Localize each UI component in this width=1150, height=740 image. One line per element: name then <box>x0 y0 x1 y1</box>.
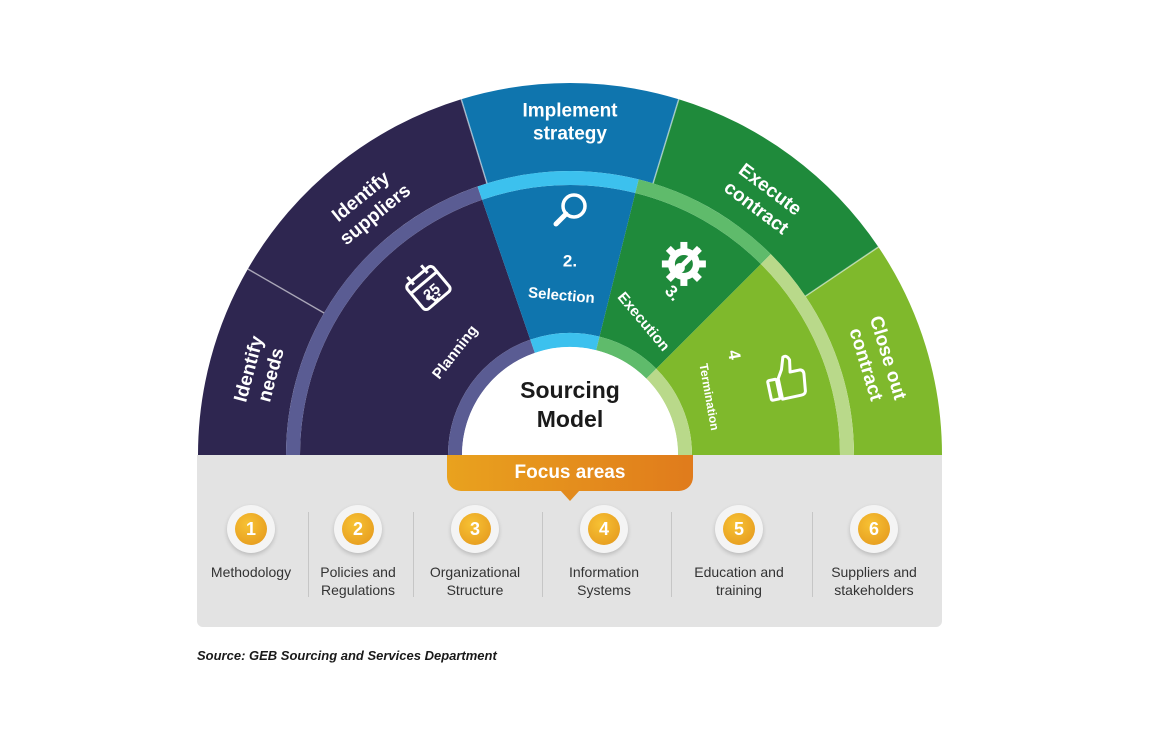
focus-item-label: Information Systems <box>568 564 640 598</box>
outer-segment <box>805 246 942 455</box>
focus-divider <box>812 512 813 597</box>
gear-tooth <box>697 260 706 268</box>
phase-sector <box>656 264 840 455</box>
focus-badge-ring: 2 <box>334 505 382 553</box>
focus-number-badge: 1 <box>235 513 267 545</box>
focus-areas-banner: Focus areas <box>447 455 693 491</box>
outer-label-implement-strategy-line1: Implement <box>522 101 618 122</box>
wrench-head <box>674 262 685 273</box>
focus-number-badge: 3 <box>459 513 491 545</box>
calendar-ring <box>420 264 429 274</box>
gear-wrench-icon <box>661 241 706 286</box>
focus-banner-pointer <box>560 490 580 501</box>
focus-item-policies: 2 Policies and Regulations <box>303 505 413 599</box>
focus-divider <box>671 512 672 597</box>
phase-number-termination: 4 <box>724 348 744 361</box>
center-title-line1: Sourcing <box>520 377 620 403</box>
focus-item-suppliers-stakeholders: 6 Suppliers and stakeholders <box>814 505 934 599</box>
calendar-frame <box>405 264 452 312</box>
outer-segment <box>198 269 325 455</box>
focus-divider <box>413 512 414 597</box>
focus-item-label: Suppliers and stakeholders <box>831 564 917 598</box>
focus-item-education: 5 Education and training <box>673 505 805 599</box>
phase-sector <box>300 199 531 455</box>
phase-ring-outer <box>286 186 483 455</box>
segment-separator <box>652 99 680 184</box>
segment-separator <box>460 99 488 184</box>
calendar-header-line <box>409 270 438 295</box>
focus-item-label: Policies and Regulations <box>320 564 396 598</box>
focus-badge-ring: 3 <box>451 505 499 553</box>
focus-number-badge: 6 <box>858 513 890 545</box>
outer-segment <box>653 99 879 297</box>
gear-tooth <box>680 241 688 250</box>
focus-badge-ring: 1 <box>227 505 275 553</box>
focus-item-information-systems: 4 Information Systems <box>544 505 664 599</box>
phase-ring-outer <box>635 179 771 265</box>
focus-number-badge: 2 <box>342 513 374 545</box>
phase-sector <box>599 193 761 369</box>
center-title-line2: Model <box>537 406 603 432</box>
focus-number-badge: 5 <box>723 513 755 545</box>
phase-ring-outer <box>477 171 639 200</box>
focus-number-badge: 4 <box>588 513 620 545</box>
thumbs-up-icon <box>766 354 807 402</box>
focus-item-label: Methodology <box>210 564 292 580</box>
focus-badge-ring: 4 <box>580 505 628 553</box>
center-circle <box>462 347 678 455</box>
search-icon <box>553 193 587 227</box>
outer-label-implement-strategy-line2: strategy <box>533 124 607 145</box>
outer-segment <box>461 83 679 184</box>
thumb-cuff <box>766 377 782 402</box>
focus-divider <box>542 512 543 597</box>
magnifier-lens <box>561 193 587 219</box>
phase-ring-inner <box>646 368 692 455</box>
segment-separator <box>805 246 879 297</box>
phase-ring-outer <box>760 254 855 455</box>
gear-tooth <box>680 277 688 286</box>
segment-separator <box>247 268 325 314</box>
focus-item-methodology: 1 Methodology <box>196 505 306 581</box>
outer-segment <box>247 99 487 313</box>
magnifier-handle <box>553 211 569 227</box>
focus-item-label: Organizational Structure <box>429 564 521 598</box>
focus-item-label: Education and training <box>694 564 784 598</box>
phase-ring-inner <box>448 339 535 455</box>
phase-number-selection: 2. <box>563 251 577 270</box>
phase-sector <box>482 185 636 340</box>
calendar-ring <box>406 275 415 286</box>
phase-ring-inner <box>530 333 600 353</box>
source-caption: Source: GEB Sourcing and Services Depart… <box>197 648 497 663</box>
focus-areas-title: Focus areas <box>514 462 626 483</box>
focus-badge-ring: 6 <box>850 505 898 553</box>
focus-badge-ring: 5 <box>715 505 763 553</box>
phase-label-selection: Selection <box>527 284 595 307</box>
phase-ring-inner <box>596 336 657 379</box>
focus-item-organizational-structure: 3 Organizational Structure <box>415 505 535 599</box>
focus-divider <box>308 512 309 597</box>
gear-tooth <box>661 260 670 268</box>
thumb-hand <box>776 354 807 401</box>
